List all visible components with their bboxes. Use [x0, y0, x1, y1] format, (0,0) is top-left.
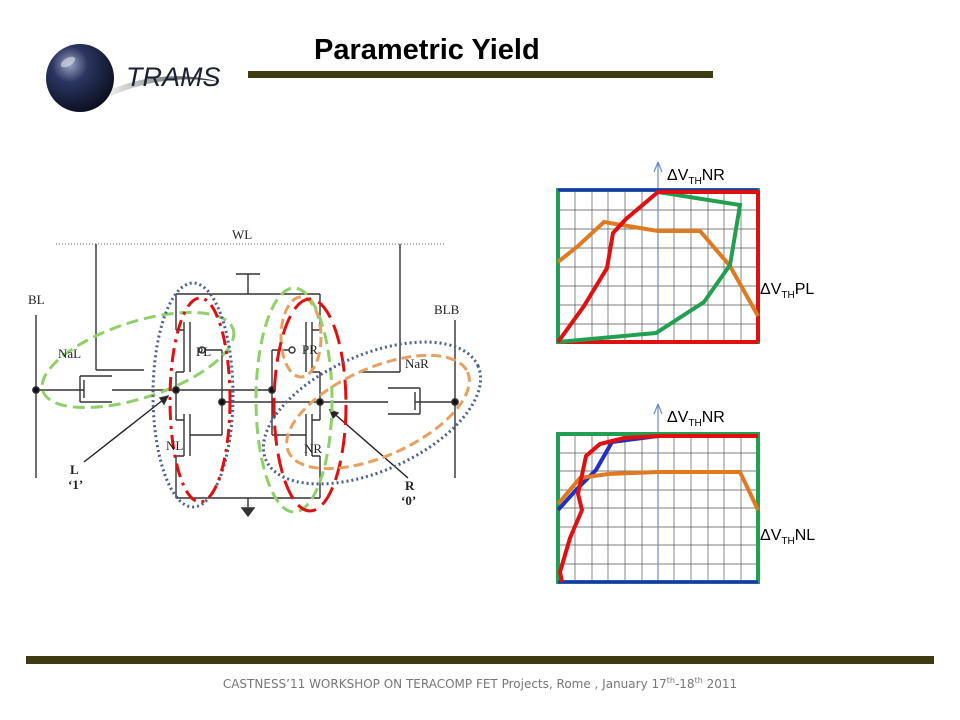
label-pr: PR	[302, 342, 318, 357]
orange-ellipse-pr	[279, 295, 323, 379]
curve-blue-bottom	[556, 434, 659, 512]
plot-top-y-label: ΔVTHNR	[667, 167, 725, 187]
curve-red-bottom	[557, 434, 758, 583]
curve-orange-top	[556, 219, 760, 317]
page-title: Parametric Yield	[314, 34, 540, 66]
title-underline	[248, 71, 713, 78]
green-ellipse-right	[254, 286, 334, 514]
label-bl: BL	[28, 292, 45, 307]
label-nl: NL	[166, 438, 183, 453]
label-node-r: R	[405, 478, 415, 493]
plot-bottom-y-label: ΔVTHNR	[667, 409, 725, 429]
label-node-l-value: ‘1’	[68, 477, 83, 492]
blue-ellipse-left	[151, 281, 235, 509]
label-nr: NR	[304, 441, 322, 456]
sphere-logo-icon	[46, 44, 220, 112]
label-node-r-value: ‘0’	[401, 493, 416, 508]
trams-logo	[40, 38, 240, 128]
sram-circuit	[32, 243, 459, 518]
plot-bottom	[556, 403, 760, 584]
footer-bar	[26, 656, 934, 664]
curve-red-top	[556, 190, 758, 344]
blue-ellipse-nar	[261, 340, 483, 486]
label-nal: NaL	[58, 346, 81, 361]
logo-text: TRAMS	[126, 62, 221, 92]
curve-green-top	[557, 190, 743, 344]
green-ellipse-nal	[40, 310, 236, 410]
plot-bottom-x-label: ΔVTHNL	[760, 527, 815, 547]
label-nar: NaR	[405, 356, 429, 371]
plot-top	[556, 161, 760, 344]
plot-top-x-label: ΔVTHPL	[760, 281, 814, 301]
label-node-l: L	[70, 462, 79, 477]
label-blb: BLB	[434, 302, 460, 317]
label-wl: WL	[232, 227, 252, 242]
orange-ellipse-nar	[285, 353, 471, 471]
footer-text: CASTNESS’11 WORKSHOP ON TERACOMP FET Pro…	[222, 676, 738, 691]
red-ellipse-left	[168, 296, 232, 504]
label-pl: PL	[196, 344, 211, 359]
red-ellipse-right	[272, 297, 348, 513]
curve-orange-bottom	[556, 470, 760, 511]
circuit-highlights	[40, 281, 483, 514]
